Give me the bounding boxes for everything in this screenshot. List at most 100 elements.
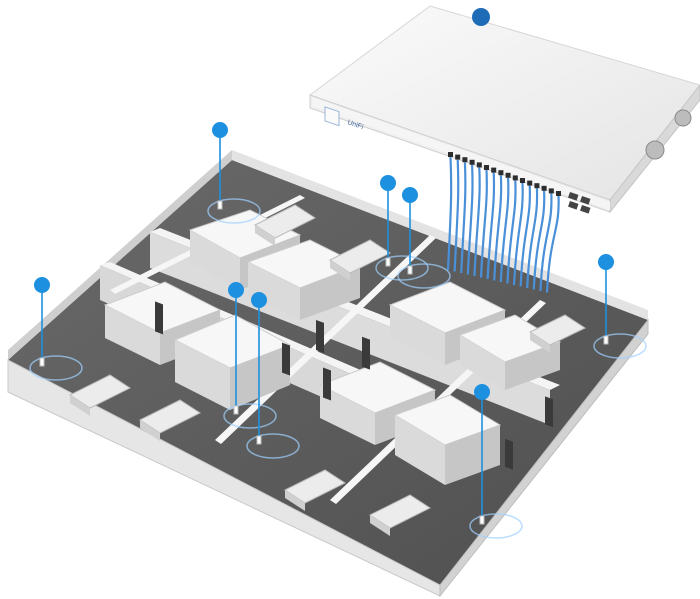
ethernet-cable [473, 167, 481, 277]
switch-faceplate [312, 97, 610, 210]
ap-location-marker [251, 292, 267, 308]
room-blocks [103, 209, 562, 485]
bed [253, 204, 317, 246]
ap-location-marker [212, 122, 228, 138]
ethernet-port [448, 152, 453, 157]
bed [528, 314, 587, 353]
ethernet-cable [512, 182, 524, 286]
ethernet-port [491, 167, 497, 173]
door [316, 320, 324, 353]
ethernet-port [520, 178, 525, 183]
wifi-access-point-icon [233, 405, 239, 415]
bed [368, 494, 432, 536]
access-point [207, 122, 261, 224]
ethernet-cable-bundle [446, 156, 560, 293]
ap-location-marker [380, 175, 396, 191]
room-block-8 [393, 394, 502, 485]
ethernet-cable [532, 190, 546, 290]
bed [328, 239, 392, 281]
door [282, 342, 290, 376]
ethernet-cable [526, 188, 539, 289]
wifi-signal-icon [223, 403, 277, 429]
switch-location-marker [472, 8, 490, 26]
ethernet-port [498, 170, 504, 176]
sfp-port [568, 201, 579, 210]
access-point [469, 384, 523, 539]
ap-location-marker [598, 254, 614, 270]
bed [283, 469, 347, 511]
ethernet-cable [506, 180, 517, 284]
wifi-signal-icon [593, 333, 647, 359]
fan-icon [674, 109, 692, 127]
ethernet-cable [479, 169, 488, 278]
switch-fan-vents [645, 109, 692, 160]
wifi-signal-icon [207, 198, 261, 224]
wifi-signal-icon [375, 255, 429, 281]
wifi-signal-icon [246, 433, 300, 459]
ethernet-port [527, 180, 533, 186]
ethernet-cable [460, 162, 467, 274]
wifi-access-point-icon [39, 357, 45, 367]
ethernet-port [484, 165, 489, 170]
bed [68, 374, 132, 416]
beds [68, 204, 587, 536]
wifi-signal-icon [397, 263, 451, 289]
ethernet-port [534, 183, 540, 189]
ethernet-port [512, 175, 518, 181]
access-point [246, 292, 300, 459]
ethernet-port [462, 157, 468, 163]
access-point [593, 254, 647, 359]
room-block-4 [246, 239, 362, 320]
ethernet-port [505, 172, 511, 178]
ethernet-port [469, 159, 475, 165]
door [323, 367, 331, 401]
switch-display [324, 106, 340, 127]
outer-wall-back-right [232, 150, 648, 320]
wifi-access-point-icon [385, 257, 391, 267]
wifi-signal-icon [469, 513, 523, 539]
wifi-access-point-icon [603, 335, 609, 345]
ethernet-cable [493, 175, 503, 281]
door [362, 336, 370, 370]
door [155, 301, 163, 335]
ap-location-marker [474, 384, 490, 400]
ethernet-cable [519, 185, 531, 287]
bed [138, 399, 202, 441]
door [545, 396, 553, 428]
access-point [397, 187, 451, 289]
outer-wall-back-left [8, 150, 232, 360]
ethernet-port [541, 185, 547, 191]
ethernet-cable [499, 177, 510, 283]
ethernet-cable [545, 195, 560, 293]
ethernet-port [556, 191, 561, 196]
switch-sfp-ports [568, 192, 591, 214]
ethernet-port [455, 154, 461, 160]
wifi-access-point-icon [256, 435, 262, 445]
wifi-signal-icon [29, 355, 83, 381]
wifi-access-point-icon [479, 515, 485, 525]
access-point [223, 282, 277, 429]
sfp-port [580, 195, 591, 205]
wifi-access-point-icon [217, 200, 223, 210]
access-point [375, 175, 429, 281]
ap-location-marker [228, 282, 244, 298]
sfp-port [568, 192, 579, 201]
access-point [29, 277, 83, 381]
ethernet-cable [453, 159, 460, 272]
ethernet-cable [466, 164, 474, 275]
outer-wall-front-right [439, 318, 649, 598]
doors [155, 301, 553, 470]
door [505, 438, 513, 470]
ap-location-marker [402, 187, 418, 203]
room-block-3 [173, 314, 292, 410]
ethernet-cable [446, 156, 453, 271]
sfp-port [580, 204, 591, 214]
wifi-access-point-icon [407, 265, 413, 275]
fan-icon [645, 140, 665, 160]
ethernet-cable [539, 193, 553, 292]
ethernet-port [548, 188, 554, 194]
access-point-layer [29, 122, 647, 539]
ethernet-port [476, 162, 482, 168]
room-block-6 [458, 314, 562, 390]
